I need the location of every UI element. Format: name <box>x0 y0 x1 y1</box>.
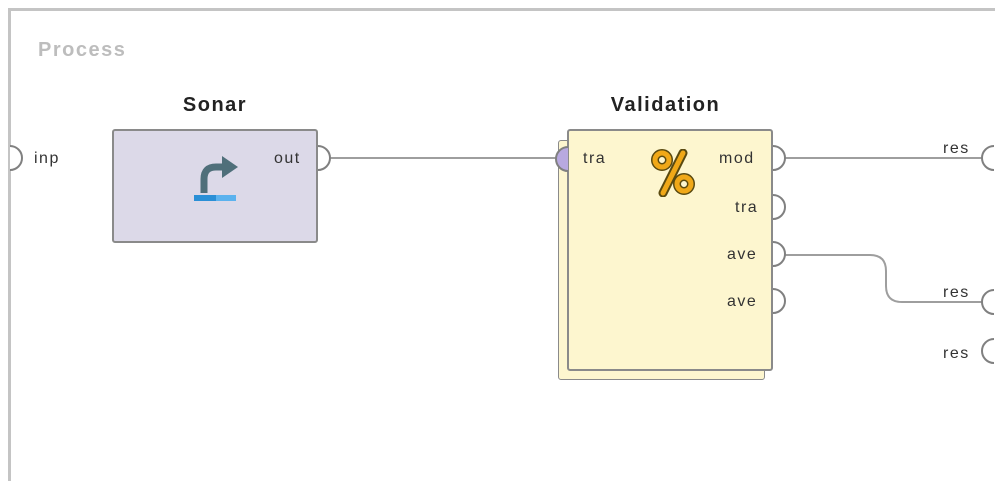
sonar-operator[interactable] <box>112 129 318 243</box>
result-port[interactable] <box>980 337 995 367</box>
percent-icon <box>651 149 695 197</box>
validation-in-port[interactable] <box>546 144 572 174</box>
process-input-label: inp <box>34 150 60 167</box>
process-canvas[interactable] <box>8 8 995 481</box>
result-port[interactable] <box>980 288 995 318</box>
validation-out-port-label: ave <box>727 246 758 263</box>
validation-in-port-label: tra <box>583 150 607 167</box>
wire-ave-to-res[interactable] <box>785 254 985 303</box>
validation-out-port-label: ave <box>727 293 758 310</box>
validation-out-port[interactable] <box>771 144 791 174</box>
validation-out-port[interactable] <box>771 240 791 270</box>
sonar-title: Sonar <box>182 94 248 116</box>
result-port-label: res <box>943 284 970 301</box>
process-input-port[interactable] <box>9 145 23 171</box>
validation-out-port[interactable] <box>771 193 791 223</box>
validation-out-port[interactable] <box>771 287 791 317</box>
validation-title: Validation <box>610 94 721 116</box>
sonar-out-port[interactable] <box>316 144 336 174</box>
retrieve-arrow-icon <box>194 156 238 201</box>
validation-operator[interactable] <box>567 129 773 371</box>
sonar-out-port-label: out <box>274 150 301 167</box>
result-port-label: res <box>943 345 970 362</box>
validation-out-port-label: mod <box>719 150 755 167</box>
result-port-label: res <box>943 140 970 157</box>
result-port[interactable] <box>980 144 995 174</box>
process-label: Process <box>38 39 127 61</box>
validation-out-port-label: tra <box>735 199 759 216</box>
